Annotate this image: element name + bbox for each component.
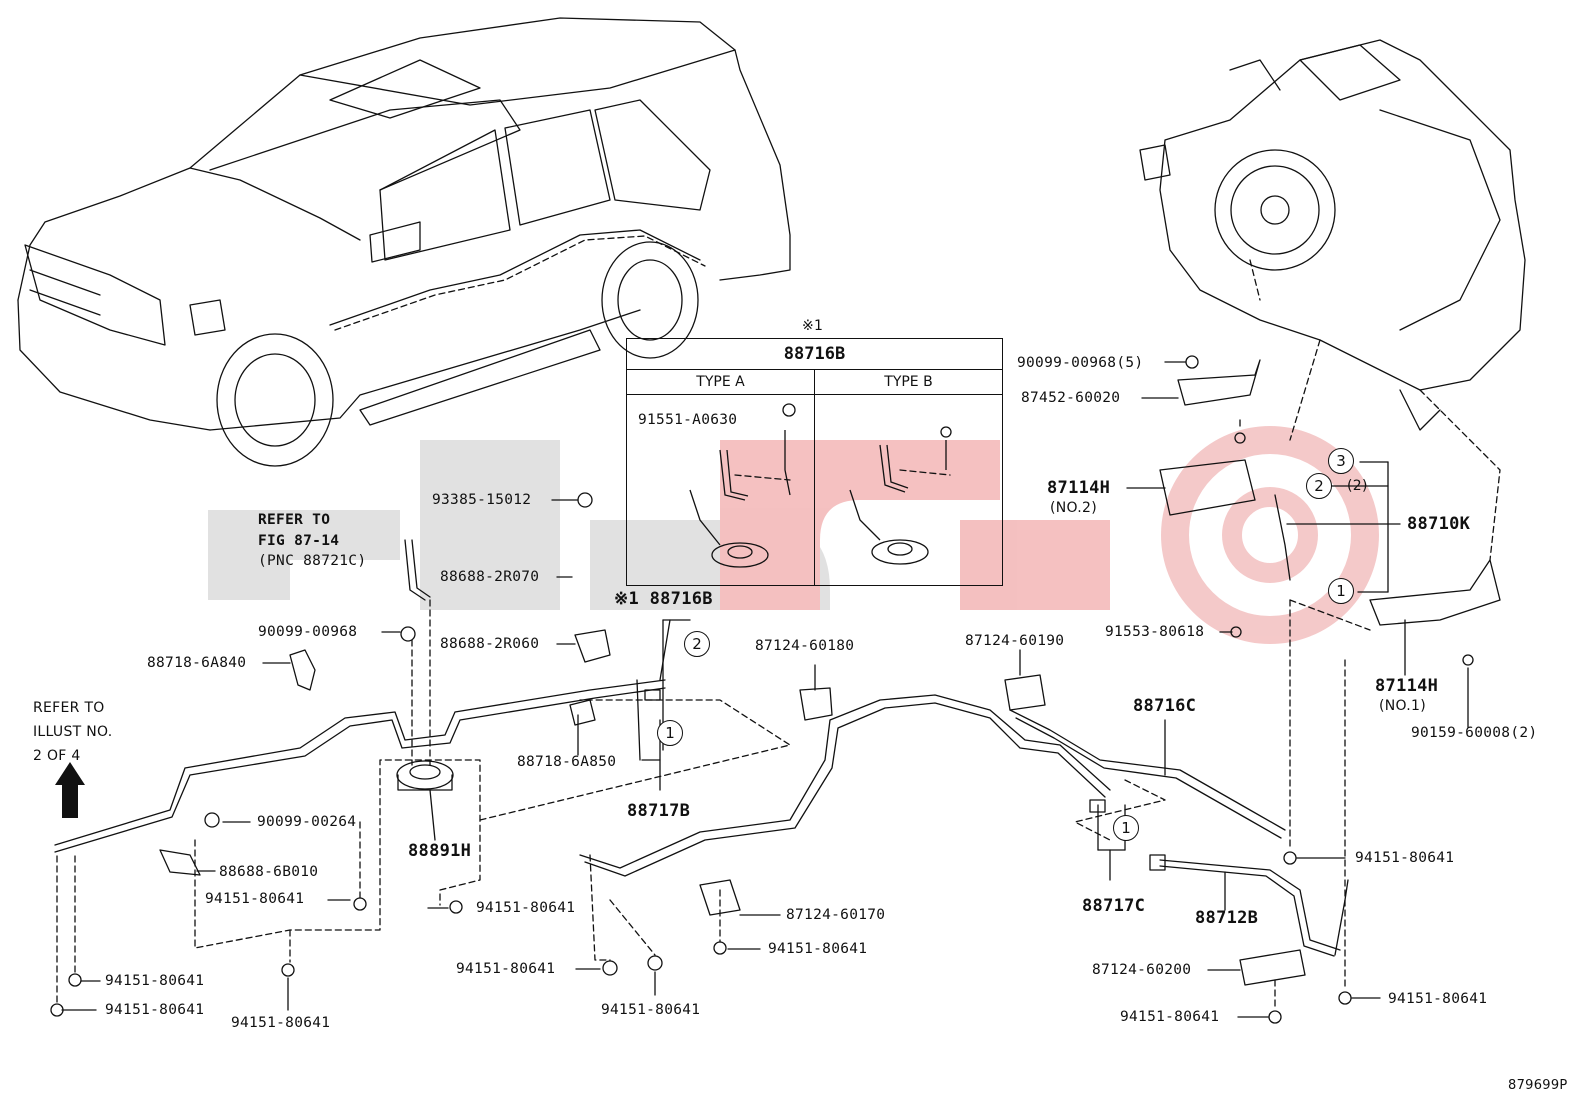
label-87124-60170: 87124-60170 xyxy=(786,907,886,923)
label-88716c: 88716C xyxy=(1133,696,1197,716)
label-87114h-no2: 87114H xyxy=(1047,478,1111,498)
label-88712b: 88712B xyxy=(1195,908,1259,928)
label-87452-60020: 87452-60020 xyxy=(1021,390,1121,406)
label-90159-60008: 90159-60008(2) xyxy=(1411,725,1538,741)
label-88718-6a850: 88718-6A850 xyxy=(517,754,617,770)
type-table-drawings xyxy=(689,430,947,568)
label-91551-a0630: 91551-A0630 xyxy=(638,412,738,428)
label-88717c: 88717C xyxy=(1082,896,1146,916)
label-94151-80641-k: 94151-80641 xyxy=(1120,1009,1220,1025)
refer-illust-line3: 2 OF 4 xyxy=(33,748,81,764)
refer-fig-line1: REFER TO xyxy=(258,512,331,528)
label-88717b: 88717B xyxy=(627,801,691,821)
type-table-divider xyxy=(814,370,815,585)
label-87114h-no1-sub: (NO.1) xyxy=(1379,698,1427,714)
refer-fig-line3: (PNC 88721C) xyxy=(258,553,367,569)
callout-2-88716b: 2 xyxy=(684,631,710,657)
refer-illust-line2: ILLUST NO. xyxy=(33,724,113,740)
type-a-header: TYPE A xyxy=(627,370,814,395)
label-87114h-no2-sub: (NO.2) xyxy=(1050,500,1098,516)
label-90099-00264: 90099-00264 xyxy=(257,814,357,830)
label-94151-80641-g: 94151-80641 xyxy=(601,1002,701,1018)
label-87124-60180: 87124-60180 xyxy=(755,638,855,654)
type-table-part: 88716B xyxy=(627,339,1002,370)
label-94151-80641-b: 94151-80641 xyxy=(476,900,576,916)
label-94151-80641-c: 94151-80641 xyxy=(105,973,205,989)
label-94151-80641-d: 94151-80641 xyxy=(105,1002,205,1018)
label-88716b: ※1 88716B xyxy=(614,589,713,609)
dashed-guides xyxy=(56,259,1501,1011)
label-two-paren: (2) xyxy=(1347,478,1368,494)
label-94151-80641-j: 94151-80641 xyxy=(1388,991,1488,1007)
label-94151-80641-h: 94151-80641 xyxy=(768,941,868,957)
watermark-logo xyxy=(208,426,1379,644)
label-90099-00968: 90099-00968 xyxy=(258,624,358,640)
label-87124-60200: 87124-60200 xyxy=(1092,962,1192,978)
refer-fig-line2: FIG 87-14 xyxy=(258,533,340,549)
callout-3-88710k: 3 xyxy=(1328,448,1354,474)
label-93385-15012: 93385-15012 xyxy=(432,492,532,508)
label-94151-80641-a: 94151-80641 xyxy=(205,891,305,907)
up-arrow-icon xyxy=(55,762,85,818)
label-87114h-no1: 87114H xyxy=(1375,676,1439,696)
label-94151-80641-e: 94151-80641 xyxy=(231,1015,331,1031)
label-94151-80641-i: 94151-80641 xyxy=(1355,850,1455,866)
callout-1-88717c: 1 xyxy=(1113,815,1139,841)
label-88891h: 88891H xyxy=(408,841,472,861)
label-88688-2r060: 88688-2R060 xyxy=(440,636,540,652)
callout-1-88717b: 1 xyxy=(657,720,683,746)
type-b-header: TYPE B xyxy=(815,370,1002,395)
label-87124-60190: 87124-60190 xyxy=(965,633,1065,649)
diagram-id: 879699P xyxy=(1508,1078,1568,1093)
refrigerant-pipes xyxy=(54,494,1349,957)
refer-illust-line1: REFER TO xyxy=(33,700,105,716)
leader-lines xyxy=(61,361,1469,1018)
clips-and-brackets xyxy=(159,359,1501,986)
type-table: 88716B TYPE A TYPE B xyxy=(626,338,1003,586)
label-90099-00968-5: 90099-00968(5) xyxy=(1017,355,1144,371)
callout-2-88710k: 2 xyxy=(1306,473,1332,499)
label-88710k: 88710K xyxy=(1407,514,1471,534)
type-table-note: ※1 xyxy=(802,318,824,334)
valve-components xyxy=(396,689,1166,871)
label-88718-6a840: 88718-6A840 xyxy=(147,655,247,671)
label-94151-80641-f: 94151-80641 xyxy=(456,961,556,977)
label-88688-2r070: 88688-2R070 xyxy=(440,569,540,585)
hvac-unit-illustration xyxy=(1139,39,1526,431)
vehicle-illustration xyxy=(17,17,791,467)
label-91553-80618: 91553-80618 xyxy=(1105,624,1205,640)
callout-1-88710k: 1 xyxy=(1328,578,1354,604)
label-88688-6b010: 88688-6B010 xyxy=(219,864,319,880)
